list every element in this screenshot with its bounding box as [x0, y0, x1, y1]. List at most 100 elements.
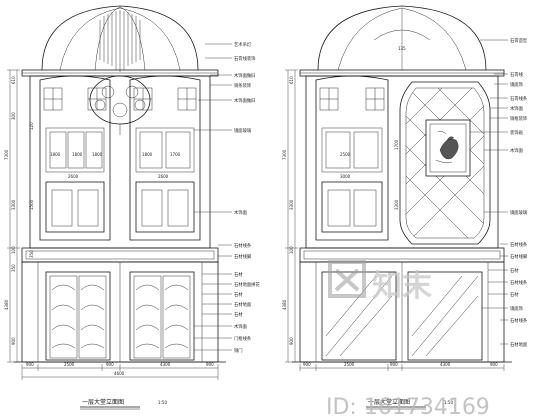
left-panel-a	[39, 75, 111, 241]
right-callout-0: 石膏造型	[510, 37, 528, 44]
dim-left-v6: 350	[11, 264, 16, 272]
right-title-block: 一层大堂立面图 1:50	[366, 398, 453, 410]
right-callout-10: 石材线脚	[510, 253, 527, 260]
right-callout-3: 石膏线条	[510, 95, 528, 102]
watermark-brand: 知末	[372, 269, 432, 304]
right-top-label: 135	[398, 46, 406, 51]
right-horizontal-dims: 900 2500 900 4300 900	[299, 362, 505, 371]
right-callout-1: 石膏线	[510, 71, 524, 78]
left-chandelier	[89, 10, 151, 135]
left-callout-12: 石材地面	[234, 301, 252, 308]
right-vertical-dims: 7300 4380 610 3300 100 900	[282, 69, 298, 363]
left-callout-0: 艺术吊灯	[234, 41, 252, 48]
right-callout-2: 镜面饰	[510, 81, 524, 88]
left-elevation-scale: 1:50	[158, 400, 167, 405]
dim-left-i0: 1800	[50, 152, 61, 157]
right-callout-9: 石材线条	[510, 241, 528, 248]
dim-right-v1: 4380	[282, 299, 287, 310]
left-callout-10: 石材地面拼花	[234, 281, 260, 288]
left-callout-4: 木饰面做旧	[234, 97, 255, 104]
right-callout-12: 石材线条	[510, 279, 528, 286]
dim-left-v3: 300	[11, 112, 16, 120]
dim-left-v0: 7300	[4, 149, 9, 160]
dim-right-v2: 610	[289, 76, 294, 84]
right-callout-16: 石材地面	[510, 341, 528, 348]
dim-right-v0: 7300	[282, 149, 287, 160]
right-callout-5: 铜框装饰	[510, 115, 528, 122]
right-elevation-scale: 1:50	[444, 400, 453, 405]
dim-left-i2: 1800	[92, 152, 103, 157]
left-callout-6: 木饰面	[234, 209, 248, 216]
dim-left-h0: 900	[26, 362, 34, 367]
dim-right-v4: 100	[289, 246, 294, 254]
left-elevation-title: 一层大堂立面图	[82, 398, 124, 406]
right-dome	[317, 5, 487, 71]
left-dome	[41, 5, 199, 71]
right-decor-panel	[399, 81, 491, 245]
dim-right-h3: 4300	[440, 362, 451, 367]
dim-left-h2: 900	[106, 362, 114, 367]
dim-left-h1: 2500	[64, 362, 75, 367]
left-horizontal-dims: 900 2500 900 4300 900 4600	[21, 362, 219, 380]
dim-left-v1: 4380	[4, 299, 9, 310]
dim-left-v2: 610	[11, 76, 16, 84]
dim-left-s1: 1500	[29, 199, 34, 210]
dim-left-h5: 4600	[114, 371, 125, 376]
left-callout-16: 铜门	[234, 347, 243, 354]
dim-right-h0: 900	[303, 362, 311, 367]
left-door-b	[129, 271, 195, 361]
left-callout-2: 木饰面做旧	[234, 72, 255, 79]
left-callout-14: 木饰面	[234, 323, 248, 330]
dim-left-i6: 1700	[170, 152, 181, 157]
left-callout-13: 石材	[234, 311, 243, 318]
dim-right-h4: 900	[490, 362, 498, 367]
right-callout-7: 木饰面	[510, 147, 524, 154]
left-callout-3: 铜条装饰	[234, 82, 252, 89]
dim-right-v5: 900	[289, 337, 294, 345]
dim-left-v7: 900	[11, 337, 16, 345]
left-elevation: 7300 4380 610 300 3300 100 350 900 1800 …	[4, 5, 260, 410]
right-inner-dims: 3000 2500 1700 3300	[340, 139, 399, 210]
left-callout-1: 石膏线装饰	[234, 55, 256, 62]
dim-right-i2: 1700	[394, 139, 399, 150]
dim-left-v5: 100	[11, 246, 16, 254]
left-callout-8: 石材线脚	[234, 253, 251, 260]
left-callout-9: 石材	[234, 271, 243, 278]
dim-left-h4: 900	[206, 362, 214, 367]
painting-figure	[439, 136, 459, 160]
right-callout-4: 木饰面	[510, 105, 524, 112]
dim-left-i4: 2600	[158, 174, 169, 179]
left-callout-7: 石材线条	[234, 242, 252, 249]
dim-right-i3: 3300	[394, 199, 399, 210]
right-callout-14: 镜面饰	[510, 305, 524, 312]
dim-left-i5: 1800	[142, 152, 153, 157]
right-callout-13: 石材	[510, 291, 519, 298]
right-callout-11: 石材	[510, 267, 519, 274]
right-elevation: 135	[282, 5, 528, 410]
left-callout-15: 门框线条	[234, 335, 252, 342]
watermark-id: ID: 161734169	[326, 395, 490, 420]
left-callout-5: 镜面玻璃	[234, 127, 252, 134]
dim-left-s2: 350	[29, 250, 34, 258]
right-panel-a	[315, 75, 389, 241]
right-callout-8: 镜面玻璃	[510, 209, 528, 216]
right-callout-6: 装饰画	[510, 129, 523, 136]
dim-left-v4: 3300	[11, 199, 16, 210]
left-panel-b	[129, 75, 201, 241]
left-callouts: 艺术吊灯 石膏线装饰 木饰面做旧 铜条装饰 木饰面做旧 镜面玻璃 木饰面 石材线…	[194, 41, 260, 354]
left-callout-11: 石材	[234, 291, 243, 298]
watermark: 知末 ID: 161734169	[326, 260, 490, 420]
left-inner-dims: 1800 1800 1800 2600 2600 1800 1700 120 1…	[29, 122, 181, 258]
left-vertical-dims: 7300 4380 610 300 3300 100 350 900	[4, 69, 20, 363]
left-title-block: 一层大堂立面图 1:50	[80, 398, 167, 410]
dim-left-i1: 1800	[72, 152, 83, 157]
dim-left-i3: 2600	[68, 174, 79, 179]
dim-left-h3: 4300	[160, 362, 171, 367]
right-elevation-title: 一层大堂立面图	[368, 398, 410, 406]
dim-left-s0: 120	[29, 122, 34, 130]
dim-right-i0: 3000	[340, 174, 351, 179]
dim-right-i1: 2500	[340, 152, 351, 157]
right-callout-15: 石材线条	[510, 317, 528, 324]
